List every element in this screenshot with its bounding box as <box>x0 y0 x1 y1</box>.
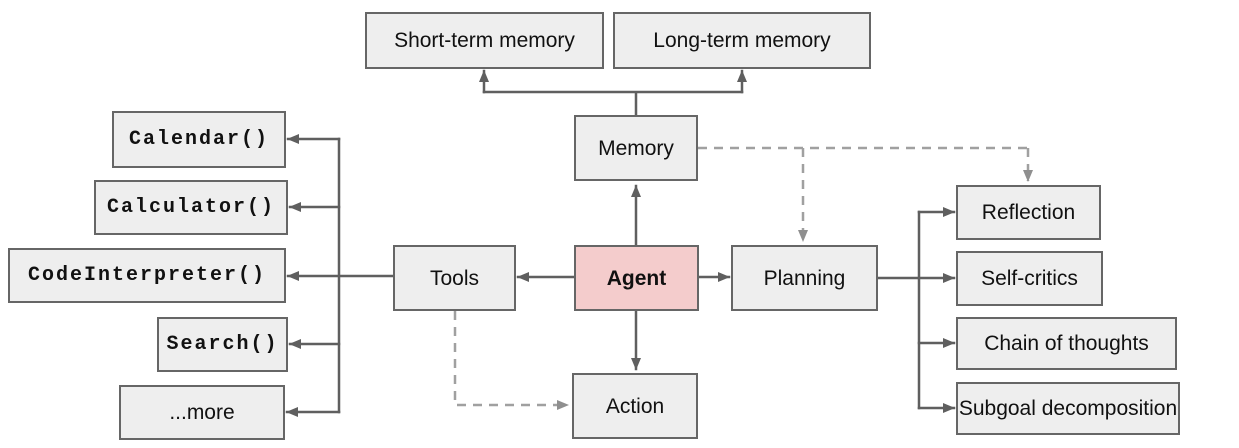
edge-memory-top-stem <box>482 90 744 118</box>
node-more: ...more <box>119 385 285 440</box>
node-planning: Planning <box>731 245 878 311</box>
planning-trunk <box>874 210 921 410</box>
node-reflection: Reflection <box>956 185 1101 240</box>
edge-tools-action-dashed <box>453 311 569 410</box>
node-chain-of-thoughts: Chain of thoughts <box>956 317 1177 370</box>
node-action: Action <box>572 373 698 439</box>
node-search: Search() <box>157 317 288 372</box>
node-code-interpreter: CodeInterpreter() <box>8 248 286 303</box>
node-short-term-memory: Short-term memory <box>365 12 604 69</box>
node-calendar: Calendar() <box>112 111 286 168</box>
node-tools: Tools <box>393 245 516 311</box>
node-calculator: Calculator() <box>94 180 288 235</box>
node-agent: Agent <box>574 245 699 311</box>
node-long-term-memory: Long-term memory <box>613 12 871 69</box>
node-self-critics: Self-critics <box>956 251 1103 306</box>
node-subgoal-decomposition: Subgoal decomposition <box>956 382 1180 435</box>
node-memory: Memory <box>574 115 698 181</box>
